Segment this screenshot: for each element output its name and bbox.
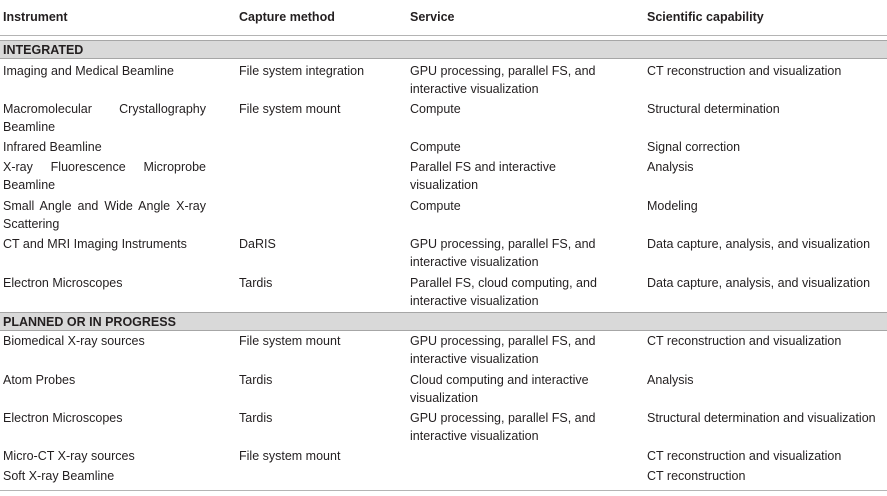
- cell-service: GPU processing, parallel FS, and interac…: [410, 237, 596, 269]
- header-capture-method: Capture method: [239, 10, 335, 24]
- cell-service: Parallel FS, cloud computing, and intera…: [410, 276, 597, 308]
- cell-instrument: Imaging and Medical Beamline: [3, 64, 174, 78]
- section-header: PLANNED OR IN PROGRESS: [0, 312, 887, 331]
- cell-scientific-capability: Signal correction: [647, 140, 741, 154]
- cell-scientific-capability: CT reconstruction and visualization: [647, 334, 842, 348]
- cell-capture-method: File system mount: [239, 102, 341, 116]
- cell-capture-method: DaRIS: [239, 237, 276, 251]
- cell-instrument: Small Angle and Wide Angle X-ray Scatter…: [3, 199, 206, 231]
- cell-instrument: Electron Microscopes: [3, 411, 123, 425]
- cell-capture-method: File system mount: [239, 449, 341, 463]
- cell-scientific-capability: CT reconstruction and visualization: [647, 449, 842, 463]
- cell-service: GPU processing, parallel FS, and interac…: [410, 64, 596, 96]
- cell-instrument: X-ray Fluorescence Microprobe Beamline: [3, 160, 206, 192]
- cell-capture-method: File system integration: [239, 64, 365, 78]
- cell-instrument: Electron Microscopes: [3, 276, 123, 290]
- table-bottom-rule: [0, 490, 887, 491]
- cell-service: Compute: [410, 140, 461, 154]
- section-title: PLANNED OR IN PROGRESS: [3, 315, 176, 329]
- cell-scientific-capability: Structural determination and visualizati…: [647, 411, 876, 425]
- table-header: Instrument Capture method Service Scient…: [0, 0, 887, 36]
- cell-instrument: Biomedical X-ray sources: [3, 334, 145, 348]
- cell-service: GPU processing, parallel FS, and interac…: [410, 411, 596, 443]
- cell-instrument: CT and MRI Imaging Instruments: [3, 237, 187, 251]
- cell-scientific-capability: Modeling: [647, 199, 698, 213]
- cell-scientific-capability: Analysis: [647, 373, 694, 387]
- cell-service: Cloud computing and interactive visualiz…: [410, 373, 589, 405]
- cell-capture-method: File system mount: [239, 334, 341, 348]
- section-title: INTEGRATED: [3, 43, 84, 57]
- cell-instrument: Micro-CT X-ray sources: [3, 449, 135, 463]
- section-header: INTEGRATED: [0, 40, 887, 59]
- cell-capture-method: Tardis: [239, 276, 273, 290]
- cell-instrument: Soft X-ray Beamline: [3, 469, 115, 483]
- header-scientific-capability: Scientific capability: [647, 10, 764, 24]
- cell-instrument: Infrared Beamline: [3, 140, 102, 154]
- cell-scientific-capability: CT reconstruction and visualization: [647, 64, 842, 78]
- cell-service: Compute: [410, 102, 461, 116]
- cell-instrument: Atom Probes: [3, 373, 76, 387]
- cell-service: GPU processing, parallel FS, and interac…: [410, 334, 596, 366]
- cell-scientific-capability: CT reconstruction: [647, 469, 746, 483]
- cell-scientific-capability: Data capture, analysis, and visualizatio…: [647, 237, 871, 251]
- cell-service: Parallel FS and interactive visualizatio…: [410, 160, 556, 192]
- cell-service: Compute: [410, 199, 461, 213]
- cell-scientific-capability: Data capture, analysis, and visualizatio…: [647, 276, 871, 290]
- cell-instrument: Macromolecular Crystallography Beamline: [3, 102, 206, 134]
- header-instrument: Instrument: [3, 10, 68, 24]
- cell-capture-method: Tardis: [239, 373, 273, 387]
- cell-scientific-capability: Structural determination: [647, 102, 780, 116]
- cell-scientific-capability: Analysis: [647, 160, 694, 174]
- header-service: Service: [410, 10, 455, 24]
- cell-capture-method: Tardis: [239, 411, 273, 425]
